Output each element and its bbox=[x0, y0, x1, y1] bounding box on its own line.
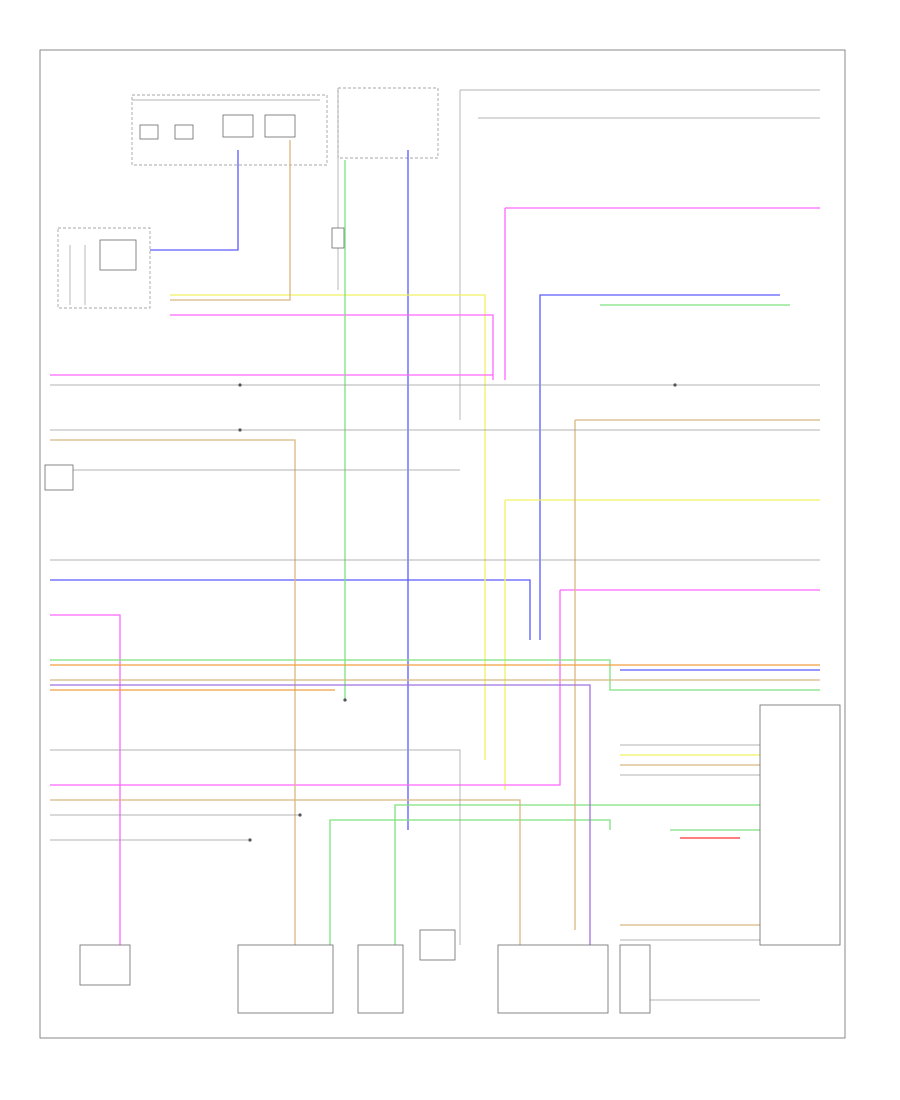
splice-dot-3 bbox=[298, 813, 302, 817]
left-switch-box bbox=[44, 464, 74, 491]
right-connector-block bbox=[759, 704, 841, 946]
bottom-far-right-module bbox=[619, 944, 651, 1014]
top-left-dashed-box bbox=[131, 94, 328, 166]
splice-dot-4 bbox=[248, 838, 252, 842]
wire-tan-2 bbox=[50, 439, 296, 945]
wire-tan-1 bbox=[170, 140, 291, 301]
top-center-dashed-box bbox=[337, 87, 439, 159]
wire-green-4 bbox=[329, 819, 611, 945]
top-left-component-4 bbox=[264, 114, 296, 138]
wire-pink-1 bbox=[170, 314, 494, 380]
top-left-component-2 bbox=[174, 124, 194, 140]
splice-dot-1 bbox=[238, 383, 242, 387]
wire-blue-3 bbox=[50, 579, 531, 640]
bottom-right-module bbox=[497, 944, 609, 1014]
bottom-center2-module bbox=[357, 944, 404, 1014]
wire-green-3 bbox=[50, 659, 820, 691]
wire-gray-5 bbox=[50, 749, 461, 945]
bottom-center-module bbox=[237, 944, 334, 1014]
wire-pink-7 bbox=[50, 590, 561, 786]
left-relay bbox=[99, 239, 137, 271]
wire-green-5 bbox=[394, 804, 760, 945]
fuse-1 bbox=[331, 227, 345, 249]
top-left-component-1 bbox=[139, 124, 159, 140]
splice-dot-5 bbox=[673, 383, 677, 387]
wire-yellow-1 bbox=[170, 294, 486, 760]
splice-dot-2 bbox=[238, 428, 242, 432]
bottom-relay bbox=[419, 929, 456, 961]
wire-blue-4 bbox=[539, 294, 780, 640]
splice-dot-6 bbox=[343, 698, 347, 702]
wire-pink-5 bbox=[50, 614, 121, 950]
bottom-left-module bbox=[79, 944, 131, 986]
wire-tan-6 bbox=[50, 799, 521, 945]
wire-violet-1 bbox=[50, 684, 591, 945]
top-left-component-3 bbox=[222, 114, 254, 138]
diagram-frame bbox=[39, 49, 846, 1039]
left-relay-box bbox=[57, 227, 151, 309]
wire-blue-1 bbox=[150, 150, 239, 251]
